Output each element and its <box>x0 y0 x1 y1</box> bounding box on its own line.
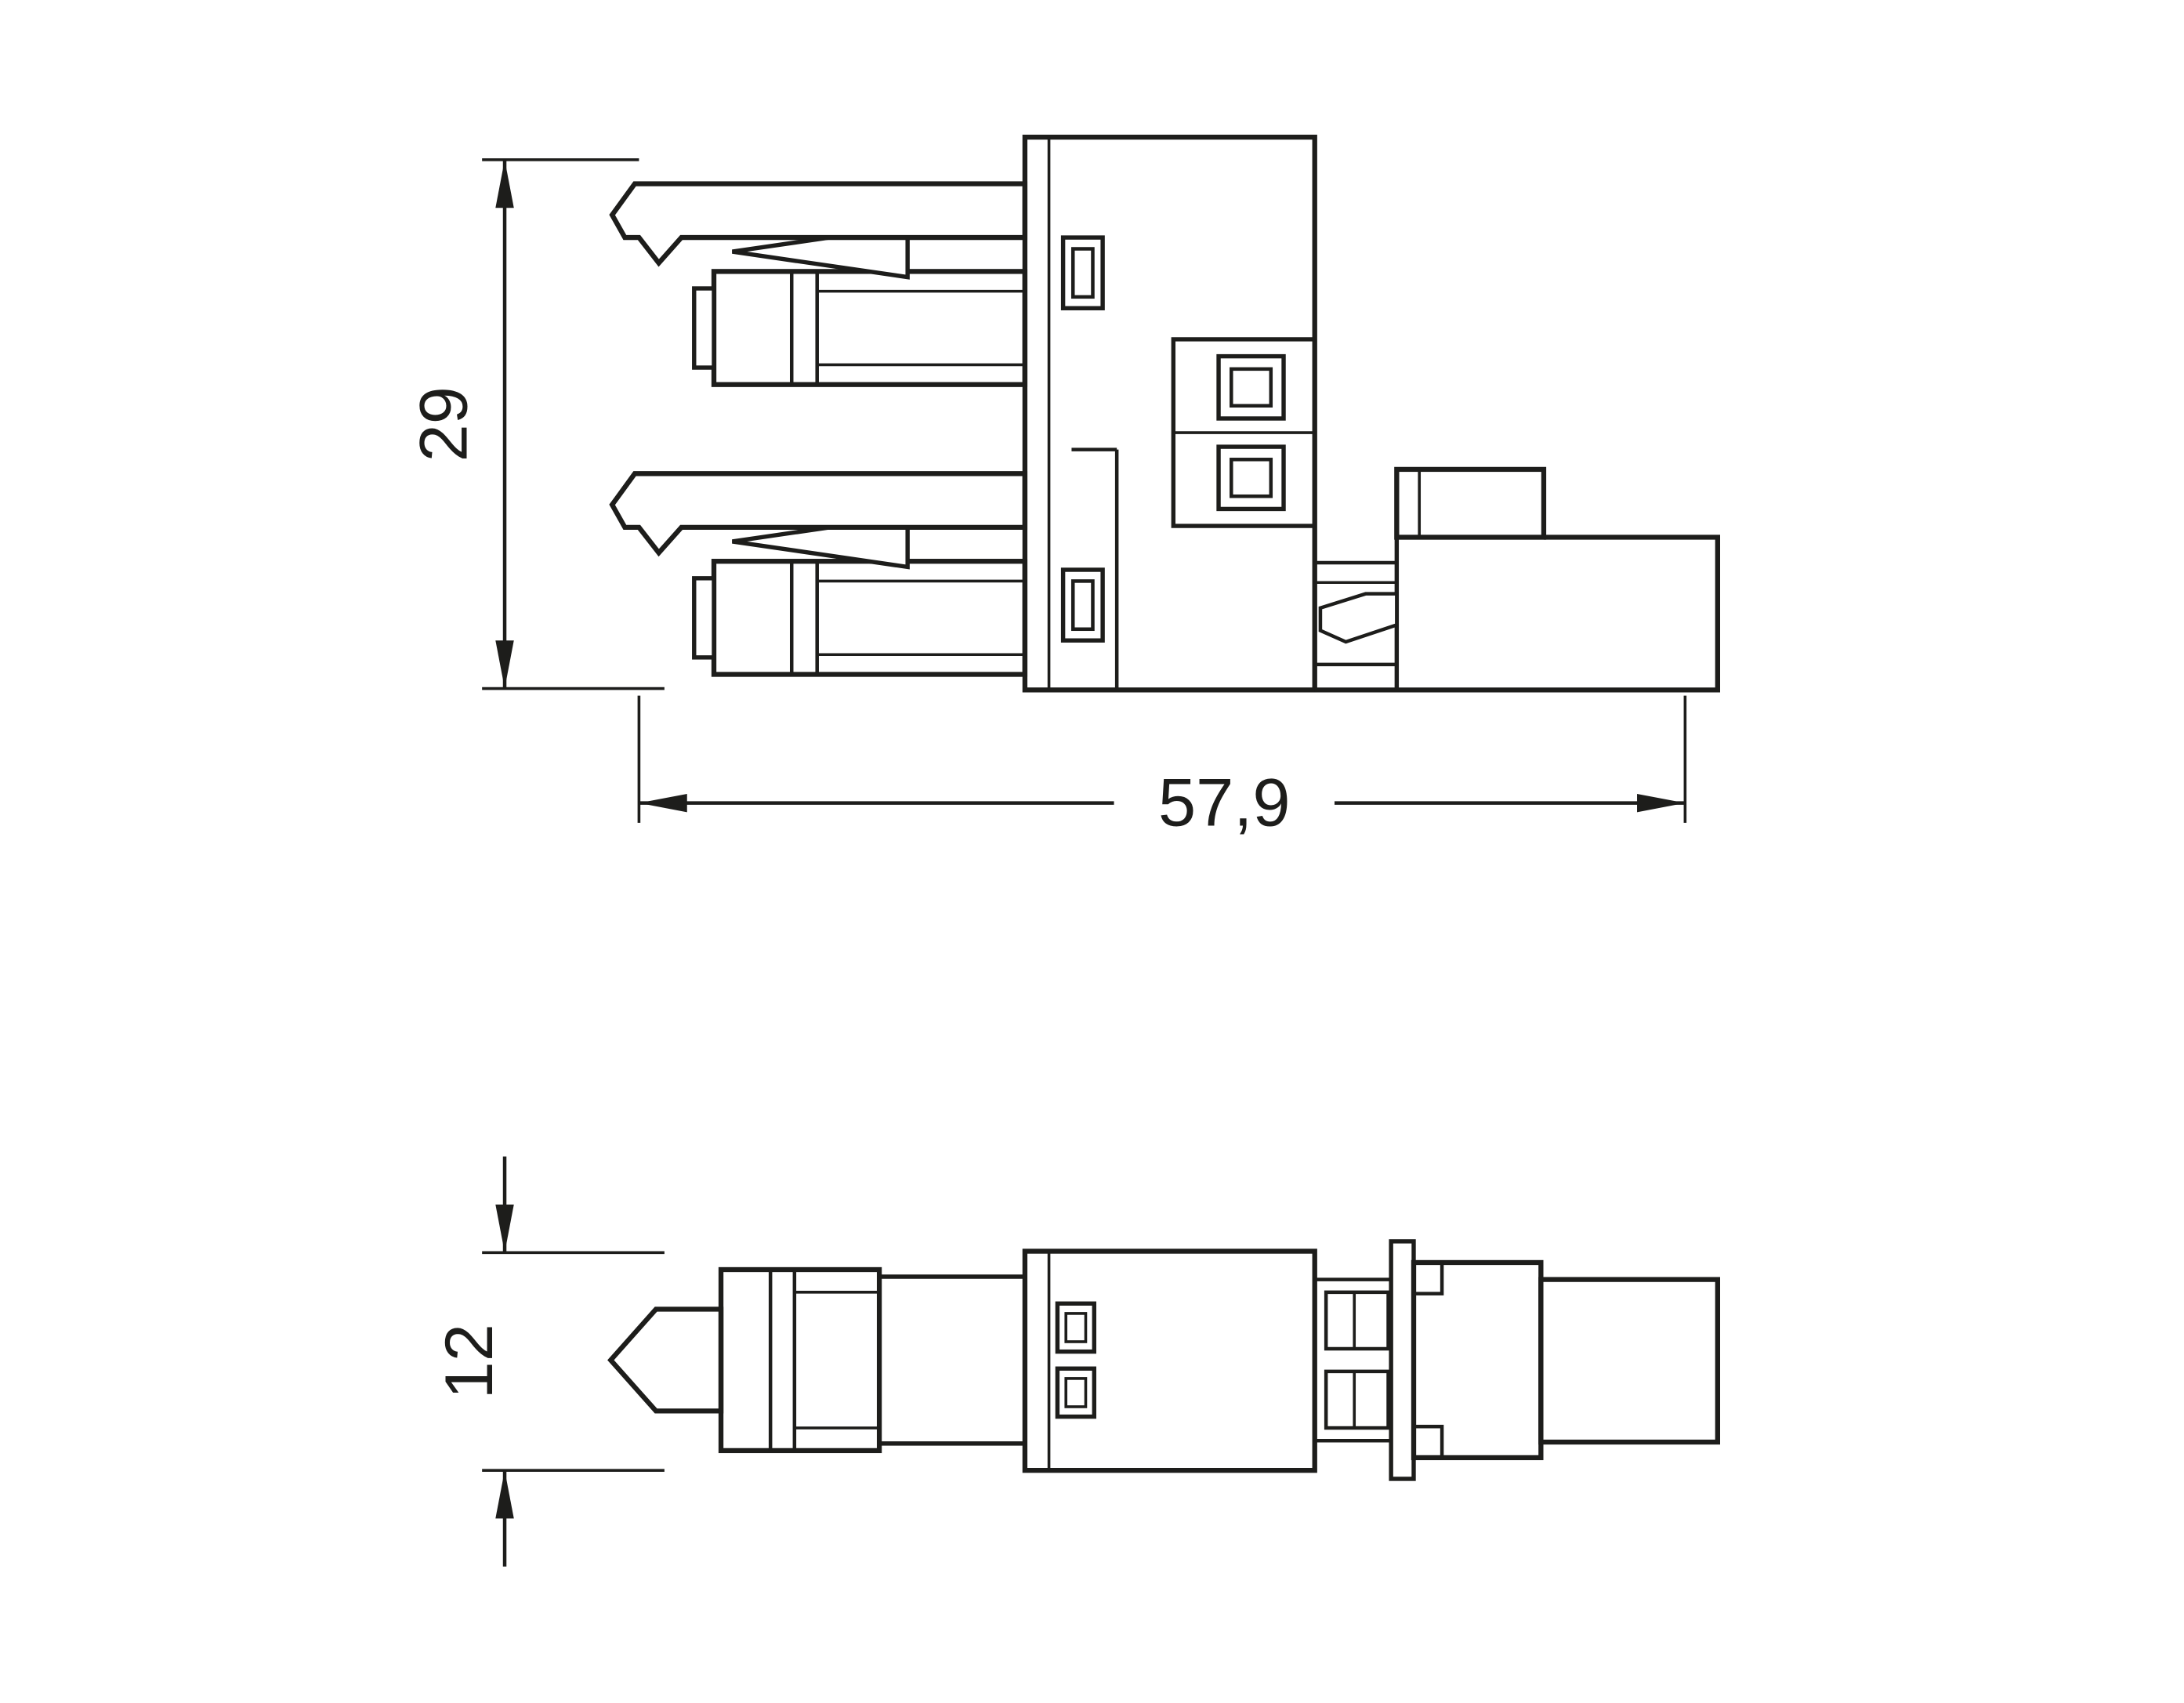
arrow-up-icon <box>495 1470 514 1519</box>
coupling-section <box>1314 1277 1394 1443</box>
terminal-lower <box>612 473 1025 674</box>
dim-width-label: 57,9 <box>1158 766 1291 841</box>
side-view: 29 57,9 <box>406 134 1721 841</box>
dimension-depth: 12 <box>432 1156 665 1567</box>
main-housing <box>1022 134 1317 693</box>
dimension-height: 29 <box>406 158 665 690</box>
front-terminal-block <box>607 1266 1025 1454</box>
arrow-right-icon <box>1637 793 1686 813</box>
arrow-left-icon <box>639 793 687 813</box>
plug-section-bottom <box>1389 1239 1721 1481</box>
dimension-width: 57,9 <box>637 695 1687 841</box>
main-housing-bottom <box>1022 1248 1317 1473</box>
dim-depth-label: 12 <box>432 1324 507 1399</box>
arrow-up-icon <box>495 159 514 208</box>
dim-height-label: 29 <box>406 386 481 462</box>
plug-section <box>1314 466 1721 693</box>
bottom-view: 12 <box>432 1156 1721 1567</box>
terminal-upper <box>612 184 1025 385</box>
arrow-down-icon <box>495 1205 514 1253</box>
arrow-down-icon <box>495 640 514 689</box>
